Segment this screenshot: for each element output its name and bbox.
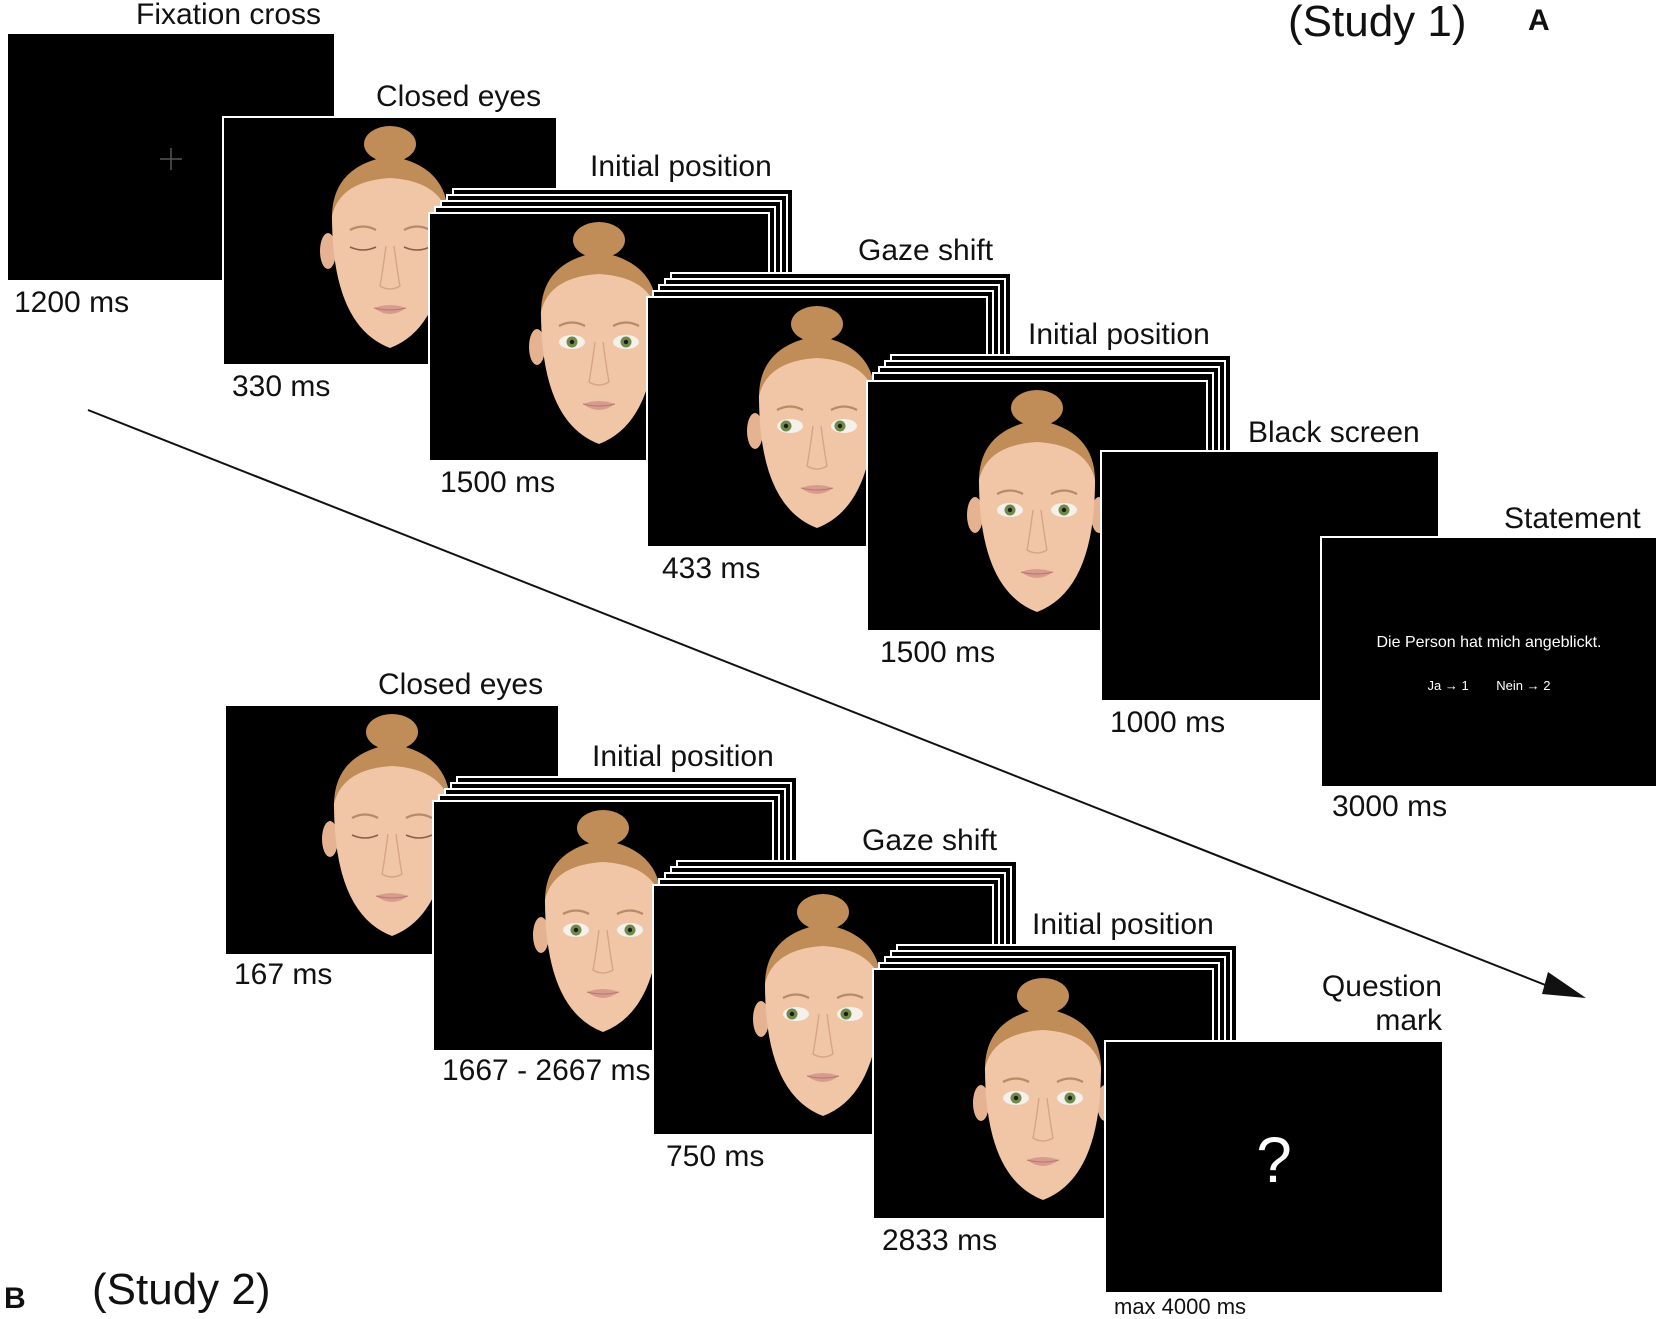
study-a-letter: A: [1528, 4, 1550, 37]
closed-eyes-duration-a: 330 ms: [232, 370, 331, 403]
black-screen-duration: 1000 ms: [1110, 706, 1226, 739]
initial-position-label-b2: Initial position: [1032, 908, 1214, 941]
face-averted-gaze-icon: [743, 894, 903, 1124]
initial-position-label-a1: Initial position: [590, 150, 772, 183]
face-direct-gaze-icon: [523, 810, 683, 1040]
initial-position-duration-b1: 1667 - 2667 ms: [442, 1054, 651, 1087]
response-yes: Ja → 1: [1427, 678, 1469, 693]
face-closed-eyes-icon: [312, 714, 472, 944]
initial-position-screen-b1: [432, 800, 774, 1052]
study-a-title: (Study 1): [1288, 0, 1467, 46]
face-direct-gaze-icon: [963, 978, 1123, 1208]
question-mark-duration: max 4000 ms: [1114, 1294, 1247, 1319]
study-b-title: (Study 2): [92, 1265, 271, 1314]
closed-eyes-duration-b: 167 ms: [234, 958, 333, 991]
initial-position-label-a2: Initial position: [1028, 318, 1210, 351]
fixation-label: Fixation cross: [136, 0, 322, 31]
question-mark-label-line1: Question: [1321, 970, 1442, 1003]
fixation-cross-icon: [160, 148, 182, 170]
gaze-shift-label-a: Gaze shift: [858, 234, 994, 267]
time-arrow-head: [1542, 972, 1586, 998]
response-options: Ja → 1 Nein → 2: [1322, 678, 1656, 693]
response-no: Nein → 2: [1496, 678, 1551, 693]
face-direct-gaze-icon: [957, 390, 1117, 620]
gaze-shift-duration-b: 750 ms: [666, 1140, 765, 1173]
face-direct-gaze-icon: [519, 222, 679, 452]
closed-eyes-label-b: Closed eyes: [378, 668, 544, 701]
question-mark-symbol: ?: [1256, 1124, 1292, 1196]
statement-screen: Die Person hat mich angeblickt. Ja → 1 N…: [1320, 536, 1658, 788]
study-b-letter: B: [4, 1282, 26, 1315]
gaze-shift-label-b: Gaze shift: [862, 824, 998, 857]
face-closed-eyes-icon: [310, 126, 470, 356]
initial-position-label-b1: Initial position: [592, 740, 774, 773]
statement-duration: 3000 ms: [1332, 790, 1448, 823]
initial-position-duration-b2: 2833 ms: [882, 1224, 998, 1257]
initial-position-duration-a1: 1500 ms: [440, 466, 556, 499]
statement-text: Die Person hat mich angeblickt.: [1376, 634, 1602, 651]
question-mark-screen: ?: [1104, 1040, 1444, 1294]
closed-eyes-label-a: Closed eyes: [376, 80, 542, 113]
statement-label: Statement: [1504, 502, 1641, 535]
black-screen-label: Black screen: [1248, 416, 1420, 449]
initial-position-duration-a2: 1500 ms: [880, 636, 996, 669]
question-mark-label-line2: mark: [1375, 1004, 1442, 1037]
fixation-duration: 1200 ms: [14, 286, 130, 319]
gaze-shift-duration-a: 433 ms: [662, 552, 761, 585]
